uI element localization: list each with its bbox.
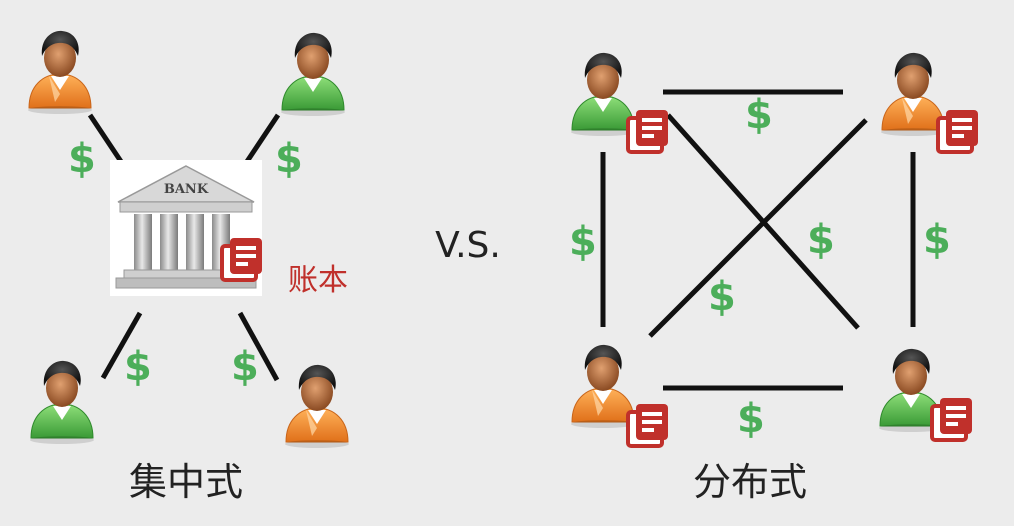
user-icon (570, 344, 636, 429)
dollar-sign: $ (275, 136, 303, 182)
dollar-sign: $ (745, 92, 773, 138)
user-icon (284, 364, 350, 449)
distributed-section: $ $ $ $ $ $ 分布式 (569, 52, 980, 504)
link-bank-bottomright (237, 311, 280, 382)
dollar-sign: $ (68, 136, 96, 182)
dollar-sign: $ (923, 217, 951, 263)
user-icon (570, 52, 636, 137)
dollar-sign: $ (737, 396, 765, 442)
ledger-icon (936, 108, 980, 154)
ledger-icon (626, 108, 670, 154)
user-icon (27, 30, 93, 115)
centralized-caption: 集中式 (129, 460, 243, 504)
ledger-icon (220, 236, 264, 282)
bank-sign: BANK (164, 182, 209, 197)
dollar-sign: $ (231, 344, 259, 390)
centralized-section: $ $ $ $ BANK 账本 集中式 (27, 30, 350, 504)
ledger-icon (626, 402, 670, 448)
user-icon (880, 52, 946, 137)
user-icon (29, 360, 95, 445)
dollar-sign: $ (569, 219, 597, 265)
dollar-sign: $ (807, 217, 835, 263)
distributed-caption: 分布式 (693, 460, 807, 504)
link-diagonal-up (648, 118, 868, 338)
link-bank-bottomleft (100, 311, 143, 380)
ledger-icon (930, 396, 974, 442)
bank-icon: BANK (110, 160, 262, 296)
dollar-sign: $ (124, 344, 152, 390)
dollar-sign: $ (708, 274, 736, 320)
vs-separator: V.S. (435, 225, 501, 266)
ledger-label: 账本 (288, 263, 348, 298)
user-icon (280, 32, 346, 117)
